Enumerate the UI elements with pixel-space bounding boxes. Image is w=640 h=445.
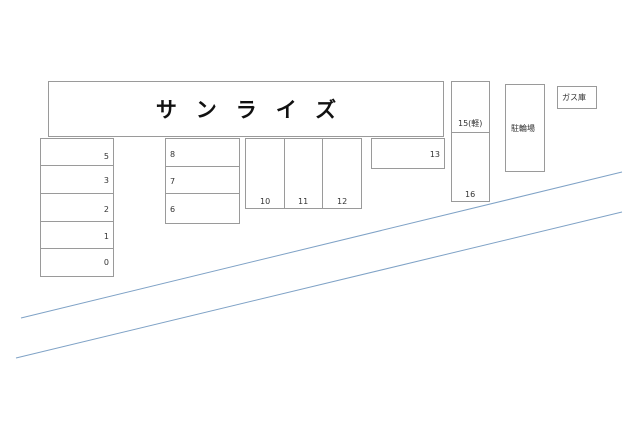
parking-space-0: 0	[40, 248, 114, 277]
parking-space-5: 5	[40, 138, 114, 166]
parking-space-1: 1	[40, 221, 114, 249]
bicycle-parking-label: 駐輪場	[511, 124, 535, 133]
space-number: 3	[103, 176, 109, 185]
building-block: サンライズ	[48, 81, 444, 137]
parking-space-13: 13	[371, 138, 445, 169]
space-number: 1	[103, 232, 109, 241]
parking-space-16: 16	[451, 132, 490, 202]
space-number: 16	[465, 190, 476, 199]
gas-storage: ガス庫	[557, 86, 597, 109]
parking-space-11: 11	[284, 138, 323, 209]
parking-space-8: 8	[165, 138, 240, 167]
space-number: 12	[337, 197, 348, 206]
gas-storage-label: ガス庫	[562, 93, 586, 102]
road-edge-lower	[15, 211, 623, 359]
space-number: 2	[103, 205, 109, 214]
space-number: 15(軽)	[458, 119, 483, 128]
bicycle-parking: 駐輪場	[505, 84, 545, 172]
space-number: 0	[103, 258, 109, 267]
road-edge-upper	[20, 171, 623, 319]
parking-space-12: 12	[322, 138, 362, 209]
building-name: サンライズ	[155, 98, 356, 122]
space-number: 7	[170, 177, 176, 186]
space-number: 8	[170, 150, 176, 159]
space-number: 5	[103, 152, 109, 161]
space-number: 11	[298, 197, 309, 206]
space-number: 13	[429, 150, 440, 159]
space-number: 10	[260, 197, 271, 206]
space-number: 6	[170, 205, 176, 214]
parking-space-6: 6	[165, 193, 240, 224]
parking-space-7: 7	[165, 166, 240, 194]
